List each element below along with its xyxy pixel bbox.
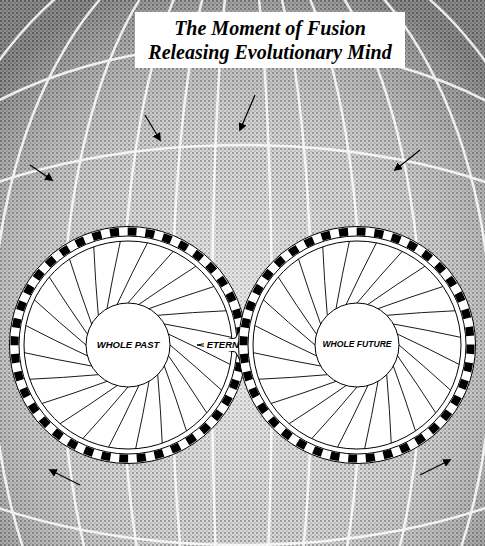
title-box: The Moment of Fusion Releasing Evolution… (135, 12, 405, 68)
future-circle: WHOLE FUTURE (237, 225, 477, 465)
node-label: WHOLE PAST (94, 339, 163, 351)
node-label: WHOLE FUTURE (319, 339, 394, 350)
